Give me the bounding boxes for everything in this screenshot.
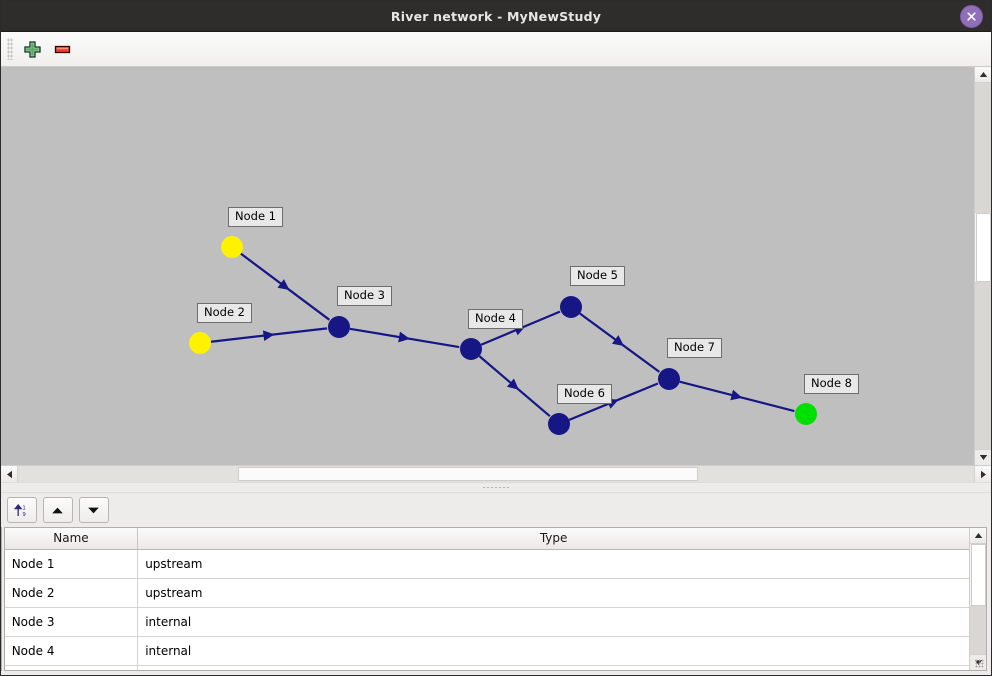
triangle-down-icon (88, 507, 100, 513)
network-diagram[interactable] (1, 67, 976, 465)
graph-node-node-7[interactable] (658, 368, 680, 390)
nodes-column-header-type[interactable]: Type (137, 528, 970, 550)
scroll-down-button[interactable] (975, 449, 991, 465)
chevron-up-icon (974, 533, 983, 538)
canvas-vertical-scrollbar[interactable] (974, 67, 991, 465)
title-bar: River network - MyNewStudy (1, 1, 991, 32)
bottom-panes: 1 9 (1, 493, 992, 675)
edge-arrowhead (506, 378, 519, 390)
minus-icon (54, 45, 70, 53)
scroll-left-button[interactable] (1, 466, 18, 482)
nodes-pane: 1 9 (1, 493, 992, 675)
nodes-cell-name[interactable]: Node 2 (4, 578, 139, 608)
sort-ascending-icon: 1 9 (14, 503, 27, 518)
nodes-vscroll-thumb[interactable] (971, 544, 987, 606)
chevron-down-icon (979, 455, 988, 460)
scroll-up-button[interactable] (975, 67, 991, 83)
edges-group (210, 252, 795, 421)
node-label-node-7[interactable]: Node 7 (667, 338, 722, 358)
toolbar-drag-handle[interactable] (7, 38, 13, 60)
graph-node-node-5[interactable] (560, 296, 582, 318)
delete-node-button[interactable] (47, 35, 77, 63)
node-label-node-3[interactable]: Node 3 (337, 286, 392, 306)
nodes-move-down-button[interactable] (78, 497, 109, 523)
vscroll-track-upper[interactable] (975, 83, 991, 213)
graph-node-node-4[interactable] (460, 338, 482, 360)
nodes-table-row-partial[interactable] (4, 665, 970, 670)
network-canvas[interactable]: Node 1 Node 2 Node 3 Node 4 Node 5 Node 6 Node… (1, 67, 991, 465)
chevron-left-icon (6, 470, 12, 478)
graph-node-node-1[interactable] (221, 236, 243, 258)
close-icon (967, 12, 976, 21)
graph-node-node-8[interactable] (795, 403, 817, 425)
graph-node-node-6[interactable] (548, 413, 570, 435)
graph-node-node-3[interactable] (328, 316, 350, 338)
nodes-group[interactable] (189, 236, 817, 435)
node-label-node-8[interactable]: Node 8 (804, 374, 859, 394)
plus-icon (23, 40, 41, 58)
pane-splitter[interactable] (1, 482, 991, 493)
edge-arrowhead (262, 330, 275, 342)
edge-arrowhead (611, 335, 625, 346)
reaches-vertical-scrollbar[interactable] (1, 528, 2, 671)
graph-node-node-2[interactable] (189, 332, 211, 354)
nodes-cell-empty[interactable] (4, 665, 139, 670)
nodes-cell-name[interactable]: Node 1 (4, 549, 139, 579)
nodes-scroll-up-button[interactable] (970, 528, 987, 544)
nodes-cell-type[interactable]: internal (137, 636, 970, 666)
scroll-right-button[interactable] (974, 466, 991, 482)
nodes-cell-name[interactable]: Node 3 (4, 607, 139, 637)
resize-grip[interactable] (975, 659, 985, 668)
nodes-move-up-button[interactable] (42, 497, 73, 523)
edge-arrowhead (277, 279, 290, 290)
canvas-horizontal-scrollbar[interactable] (1, 465, 991, 482)
chevron-up-icon (979, 72, 988, 77)
node-label-node-5[interactable]: Node 5 (570, 266, 625, 286)
node-label-node-4[interactable]: Node 4 (468, 309, 523, 329)
node-label-node-2[interactable]: Node 2 (197, 303, 252, 323)
add-node-button[interactable] (17, 35, 47, 63)
chevron-right-icon (980, 470, 986, 478)
nodes-sort-button[interactable]: 1 9 (6, 497, 37, 523)
triangle-up-icon (52, 507, 64, 513)
nodes-cell-type[interactable]: upstream (137, 549, 970, 579)
nodes-cell-type[interactable]: upstream (137, 578, 970, 608)
nodes-cell-name[interactable]: Node 4 (4, 636, 139, 666)
close-button[interactable] (960, 5, 983, 28)
nodes-vertical-scrollbar[interactable] (969, 528, 987, 670)
nodes-cell-type[interactable]: internal (137, 607, 970, 637)
edge-arrowhead (398, 331, 410, 343)
vscroll-thumb[interactable] (976, 213, 991, 282)
nodes-toolbar: 1 9 (1, 493, 992, 527)
node-label-node-6[interactable]: Node 6 (557, 384, 612, 404)
hscroll-thumb[interactable] (238, 467, 698, 481)
svg-text:9: 9 (23, 512, 27, 518)
main-toolbar (1, 32, 991, 67)
nodes-cell-empty[interactable] (137, 665, 970, 670)
vscroll-track-lower[interactable] (975, 282, 991, 449)
node-label-node-1[interactable]: Node 1 (228, 207, 283, 227)
nodes-vscroll-track[interactable] (970, 606, 987, 654)
nodes-column-header-name[interactable]: Name (4, 528, 139, 550)
svg-text:1: 1 (23, 505, 26, 511)
edge-arrowhead (730, 389, 743, 401)
window-title: River network - MyNewStudy (390, 8, 602, 24)
splitter-grip (482, 486, 510, 489)
